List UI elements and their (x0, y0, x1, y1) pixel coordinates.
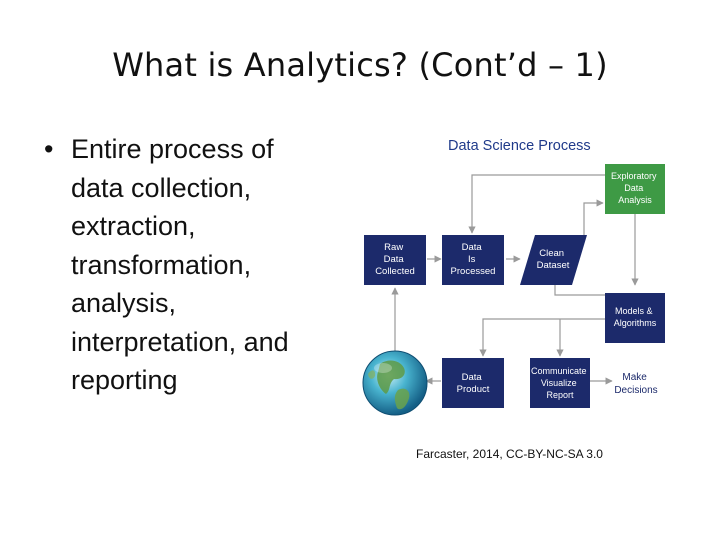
svg-text:Models & Algorithms: Models & Algorithms (614, 306, 657, 328)
node-exploratory-data-analysis: Exploratory Data Analysis (605, 164, 665, 214)
bullet-line: interpretation, and (71, 326, 289, 357)
bullet-line: data collection, (71, 172, 252, 203)
globe-icon (362, 350, 428, 416)
bullet-line: reporting (71, 365, 178, 395)
arrow-eda-feedback (468, 174, 605, 234)
slide-title: What is Analytics? (Cont’d – 1) (112, 46, 608, 84)
svg-text:Raw Data Collected: Raw Data Collected (375, 242, 415, 277)
bullet-line: Entire process of (71, 134, 274, 164)
diagram-title: Data Science Process (448, 138, 591, 154)
arrow-clean-to-eda (583, 199, 604, 235)
arrow-models-feedback (479, 318, 605, 357)
node-data-is-processed: Data Is Processed (442, 235, 504, 285)
bullet-point: • Entire process of data collection, ext… (44, 130, 344, 400)
bullet-line: extraction, (71, 211, 196, 241)
bullet-line: transformation, (71, 249, 252, 280)
svg-text:Data Product: Data Product (457, 372, 490, 395)
make-decisions-label: Make Decisions (614, 372, 657, 396)
image-credit-caption: Farcaster, 2014, CC-BY-NC-SA 3.0 (416, 447, 603, 461)
node-models-algorithms: Models & Algorithms (605, 293, 665, 343)
node-raw-data-collected: Raw Data Collected (364, 235, 426, 285)
node-clean-dataset: Clean Dataset (520, 235, 587, 285)
diagram-arrows (391, 174, 639, 385)
bullet-marker: • (44, 134, 54, 164)
svg-text:Clean Dataset: Clean Dataset (537, 248, 570, 271)
node-data-product: Data Product (442, 358, 504, 408)
bullet-line: analysis, (71, 288, 177, 318)
svg-text:Communicate Visualize: Communicate Visualize Report (531, 366, 589, 400)
data-science-process-diagram: Data Science Process Raw Data Collected … (362, 138, 665, 416)
svg-text:Exploratory Data A: Exploratory Data Analysis (611, 171, 659, 205)
svg-text:Data Is Processed: Data Is Processed (451, 242, 496, 277)
node-communicate-visualize-report: Communicate Visualize Report (530, 358, 590, 408)
